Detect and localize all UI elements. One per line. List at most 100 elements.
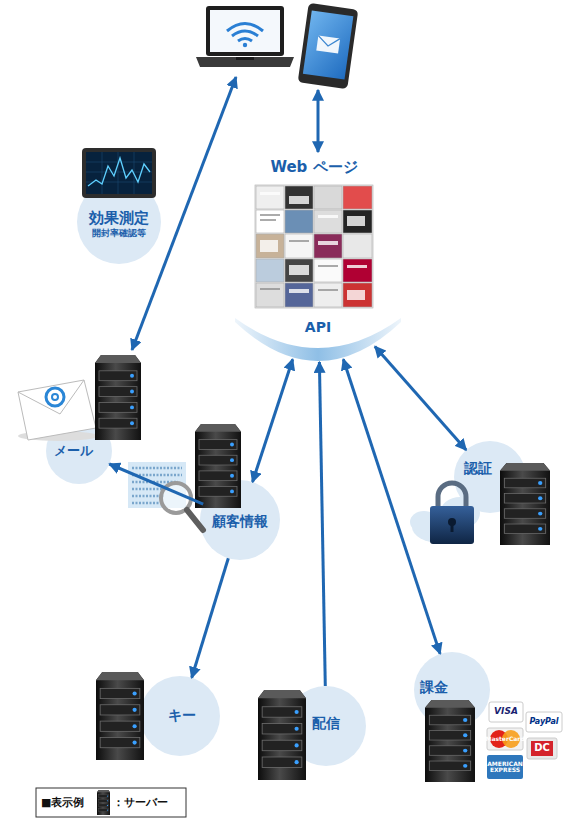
- payment-cards: [527, 738, 557, 759]
- mail-envelope: [46, 388, 64, 406]
- server-circle: 課金: [414, 652, 490, 728]
- webpage-collage: [256, 186, 284, 209]
- webpage-collage: [256, 259, 284, 282]
- webpage-collage: [318, 289, 338, 291]
- card-logo: VISA: [489, 702, 523, 722]
- laptop-illustration: [210, 10, 280, 52]
- webpage-collage: [289, 240, 309, 242]
- webpage-collage: [260, 288, 280, 290]
- server-circle: 顧客情報: [200, 480, 280, 560]
- node-title: キー: [168, 707, 196, 725]
- server-icon: [96, 672, 144, 760]
- webpage-collage: [260, 240, 278, 252]
- webpage-collage: [256, 234, 284, 258]
- device-arrow: [317, 90, 320, 152]
- node-title: 顧客情報: [212, 513, 268, 531]
- connector-arrow: [343, 359, 440, 654]
- webpage-collage: [256, 283, 284, 307]
- payment-cards: [489, 702, 523, 722]
- node-title: メール: [54, 443, 93, 459]
- webpage-collage: [255, 185, 373, 308]
- binary-magnifier: [128, 462, 203, 530]
- payment-cards: [526, 712, 562, 732]
- webpage-collage: [347, 216, 365, 226]
- webpage-collage: [285, 259, 313, 282]
- webpage-collage: [260, 219, 276, 221]
- node-title: 効果測定: [89, 209, 149, 228]
- webpage-collage: [318, 241, 338, 245]
- webpage-collage: [343, 283, 372, 307]
- webpage-collage: [285, 210, 313, 233]
- tablet-illustration: [316, 36, 340, 54]
- connector-arrow: [109, 464, 203, 504]
- node-title: API: [305, 319, 331, 337]
- laptop-illustration: [196, 6, 294, 67]
- connector-arrow: [192, 558, 229, 678]
- legend-sample: [97, 790, 110, 815]
- webpage-collage: [343, 186, 372, 209]
- legend-frame: [36, 788, 186, 817]
- webpage-box: Web ページ: [248, 158, 380, 310]
- webpage-collage: [343, 210, 372, 233]
- node-title: 配信: [312, 715, 340, 733]
- card-logo: MasterCard: [487, 728, 523, 750]
- laptop-illustration: [238, 39, 252, 42]
- card-logo: DC: [527, 738, 557, 759]
- node-title: 課金: [420, 679, 448, 697]
- webpage-collage: [285, 283, 313, 307]
- server-circle: 配信: [286, 686, 366, 766]
- webpage-collage: [314, 210, 342, 233]
- server-circle: 認証: [454, 441, 526, 513]
- binary-magnifier: [128, 462, 186, 508]
- webpage-collage: [314, 259, 342, 282]
- tablet-illustration: [298, 3, 359, 89]
- laptop-illustration: [232, 31, 258, 36]
- payment-cards: [487, 702, 562, 779]
- binary-magnifier: [161, 483, 191, 513]
- cloud-lock: [410, 511, 438, 533]
- webpage-collage: [255, 185, 373, 308]
- card-logo: AMERICAN EXPRESS: [487, 755, 523, 779]
- webpage-collage: [347, 290, 365, 300]
- webpage-collage: [343, 234, 372, 258]
- api-arc: API: [235, 316, 401, 362]
- webpage-collage: [314, 283, 342, 307]
- connector-arrow: [319, 362, 325, 686]
- webpage-collage: [314, 186, 342, 209]
- laptop-illustration: [227, 24, 263, 32]
- binary-magnifier: [132, 468, 182, 503]
- webpage-collage: [347, 265, 367, 268]
- connector-arrow: [253, 359, 293, 482]
- webpage-collage: [260, 192, 367, 300]
- webpage-collage: [289, 196, 309, 204]
- payment-cards: [487, 728, 523, 750]
- legend-frame: [36, 788, 186, 817]
- laptop-illustration: [243, 43, 247, 47]
- function-circle: 効果測定開封率確認等: [77, 180, 161, 264]
- node-title: Web ページ: [270, 158, 357, 177]
- webpage-collage: [289, 265, 309, 275]
- card-logo: PayPal: [526, 712, 562, 732]
- webpage-collage: [285, 186, 313, 209]
- webpage-collage: [260, 214, 280, 216]
- webpage-collage: [343, 259, 372, 282]
- laptop-illustration: [196, 57, 294, 67]
- mail-envelope: [52, 394, 58, 400]
- webpage-collage: [256, 210, 284, 233]
- server-circle: メール: [46, 418, 112, 484]
- node-title: 認証: [464, 460, 492, 478]
- cloud-lock: [451, 523, 454, 532]
- webpage-collage: [314, 234, 342, 258]
- connector-arrow: [375, 347, 466, 451]
- api-arc-shape: [235, 318, 401, 361]
- webpage-collage: [318, 215, 338, 218]
- webpage-collage: [289, 289, 309, 293]
- cloud-lock: [412, 511, 468, 543]
- legend-text: ：サーバー: [113, 795, 168, 810]
- server-icon: [95, 355, 550, 782]
- webpage-collage: [260, 192, 280, 195]
- laptop-illustration: [236, 57, 254, 60]
- webpage-collage: [285, 234, 313, 258]
- tablet-illustration: [317, 36, 340, 48]
